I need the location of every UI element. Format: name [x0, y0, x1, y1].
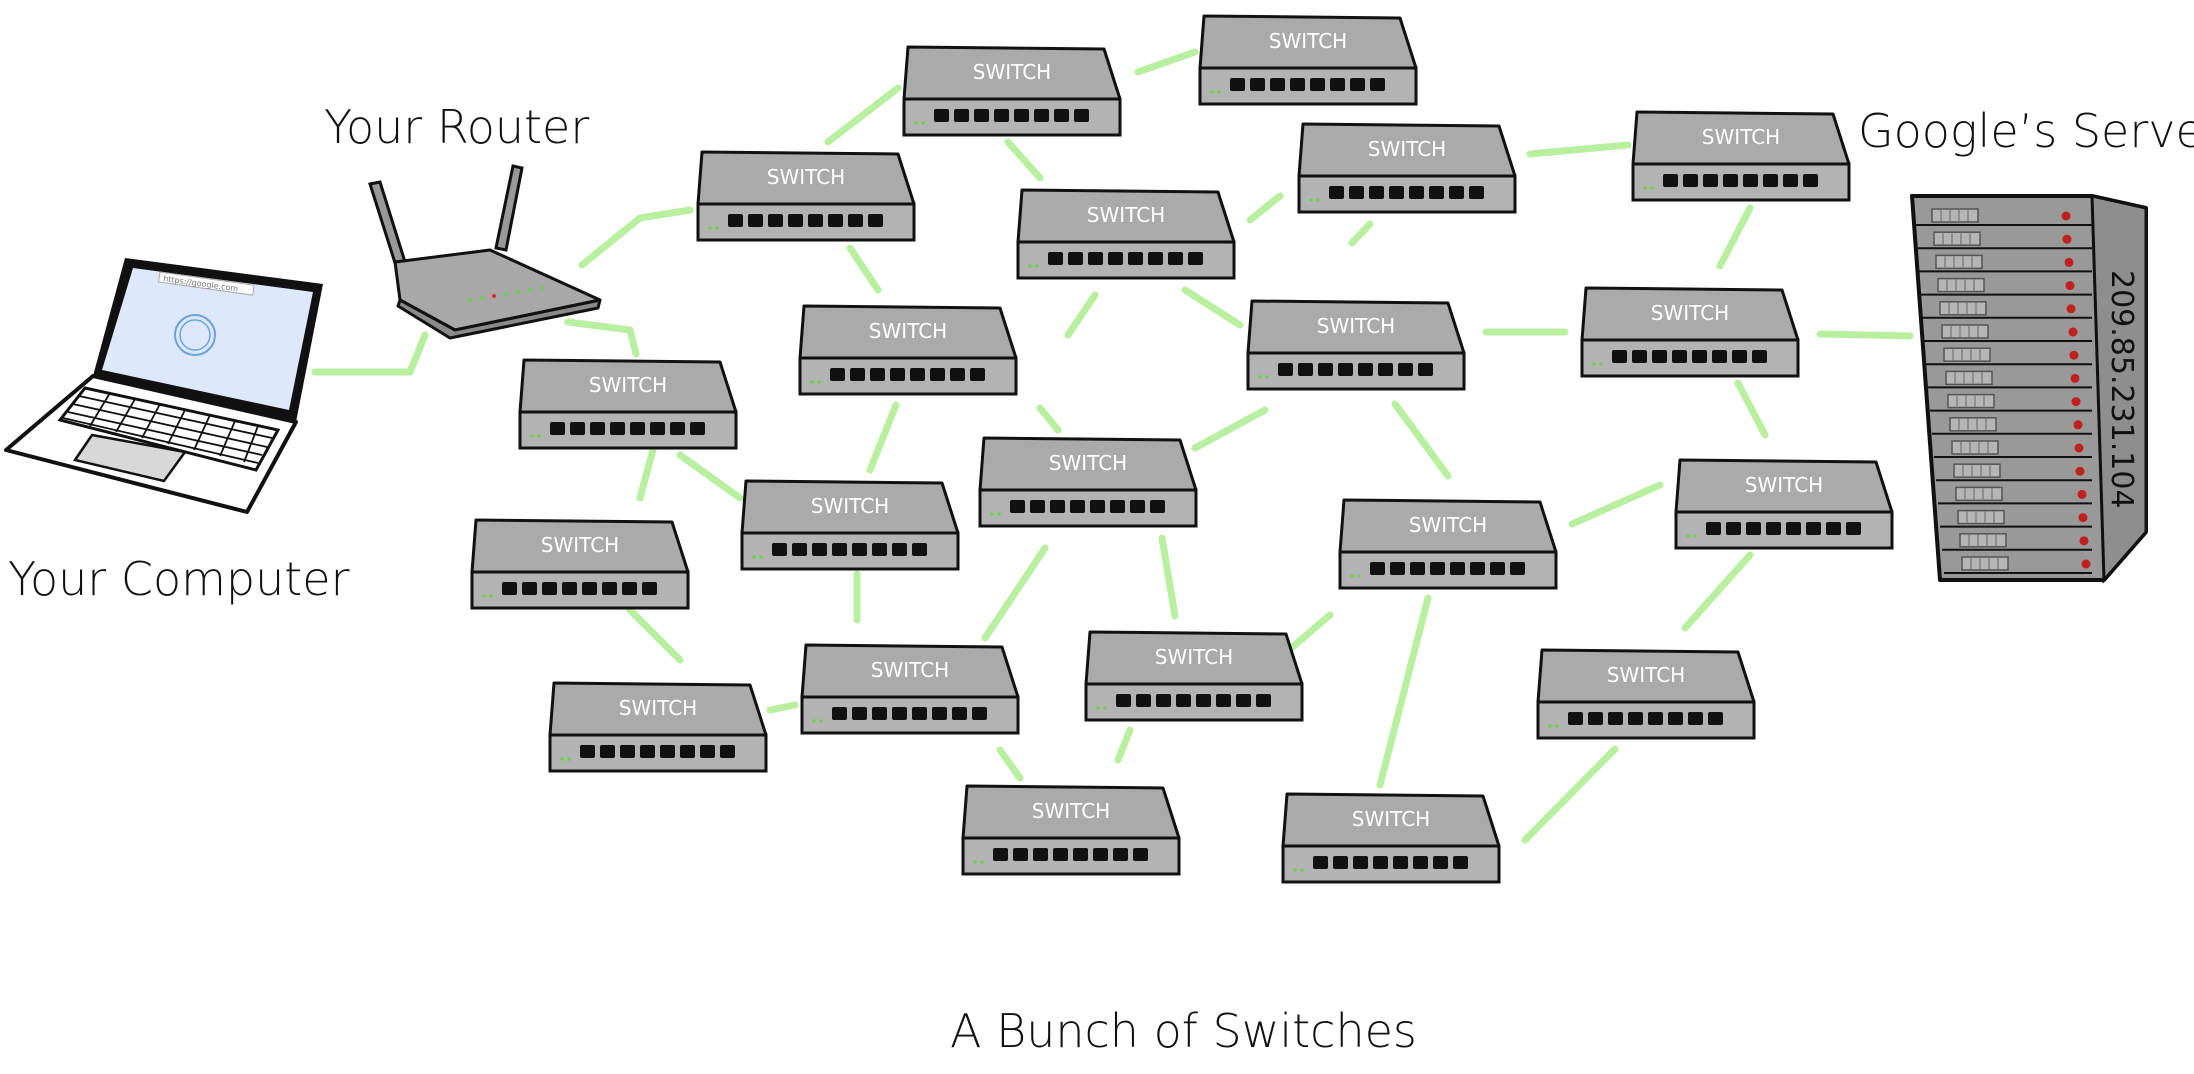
- switch-icon: SWITCH: [1246, 299, 1466, 391]
- switch-icon: SWITCH: [1198, 14, 1418, 106]
- network-link: [1521, 745, 1619, 844]
- network-link: [1004, 138, 1044, 182]
- switch-icon: SWITCH: [470, 518, 690, 610]
- network-link: [1114, 726, 1134, 764]
- switch-label: SWITCH: [1352, 807, 1430, 831]
- switch-label: SWITCH: [1368, 137, 1446, 161]
- network-link: [1134, 48, 1199, 76]
- network-link: [1376, 594, 1432, 789]
- switch-icon: SWITCH: [800, 643, 1020, 735]
- network-link: [1716, 204, 1754, 270]
- switch-label: SWITCH: [1409, 513, 1487, 537]
- switch-icon: SWITCH: [1631, 110, 1851, 202]
- network-link: [406, 331, 429, 376]
- switch-label: SWITCH: [1651, 301, 1729, 325]
- switch-label: SWITCH: [811, 494, 889, 518]
- network-link: [1681, 551, 1754, 632]
- server-rack-icon: 209.85.231.104: [1910, 194, 2148, 584]
- switch-label: SWITCH: [1155, 645, 1233, 669]
- switch-icon: SWITCH: [1536, 648, 1756, 740]
- switch-icon: SWITCH: [1016, 188, 1236, 280]
- switch-icon: SWITCH: [696, 150, 916, 242]
- switch-label: SWITCH: [1032, 799, 1110, 823]
- switch-label: SWITCH: [1317, 314, 1395, 338]
- switch-icon: SWITCH: [1338, 498, 1558, 590]
- network-links: [311, 48, 1914, 844]
- server-units: [1914, 208, 2092, 574]
- switch-label: SWITCH: [589, 373, 667, 397]
- network-link: [1526, 141, 1632, 158]
- network-link: [676, 451, 744, 502]
- diagram-title: A Bunch of Switches: [950, 1004, 1417, 1058]
- laptop-icon: https://google.com: [4, 258, 323, 514]
- network-link: [846, 244, 882, 294]
- switch-icon: SWITCH: [1084, 630, 1304, 722]
- network-link: [1158, 534, 1179, 620]
- network-link: [1036, 404, 1062, 434]
- network-link: [636, 206, 694, 222]
- switch-icon: SWITCH: [1580, 286, 1800, 378]
- network-link: [996, 746, 1024, 782]
- network-link: [1181, 286, 1244, 329]
- network-link: [626, 606, 684, 664]
- server-caption: Google’s Server: [1858, 104, 2194, 158]
- switch-label: SWITCH: [1607, 663, 1685, 687]
- switch-label: SWITCH: [1049, 451, 1127, 475]
- network-link: [1568, 481, 1664, 528]
- network-link: [981, 544, 1049, 642]
- network-link: [1816, 330, 1914, 340]
- switch-label: SWITCH: [541, 533, 619, 557]
- switch-icon: SWITCH: [902, 45, 1122, 137]
- switch-label: SWITCH: [1269, 29, 1347, 53]
- switch-icon: SWITCH: [1674, 458, 1894, 550]
- switch-label: SWITCH: [1745, 473, 1823, 497]
- network-link: [866, 401, 900, 474]
- network-link: [564, 318, 634, 334]
- server-ip-label: 209.85.231.104: [2104, 270, 2139, 509]
- switch-icon: SWITCH: [798, 304, 1018, 396]
- switches: SWITCH SWITCH SWITCH SWITCH SWITCH SWITCH SWIT…: [470, 14, 1894, 884]
- switch-icon: SWITCH: [518, 358, 738, 450]
- network-link: [1246, 192, 1284, 224]
- switch-icon: SWITCH: [961, 784, 1181, 876]
- switch-label: SWITCH: [767, 165, 845, 189]
- switch-icon: SWITCH: [548, 681, 768, 773]
- router-caption: Your Router: [324, 100, 590, 154]
- network-link: [1348, 220, 1374, 247]
- network-link: [1734, 379, 1769, 439]
- network-link: [1191, 406, 1269, 452]
- network-link: [1391, 400, 1452, 480]
- switch-label: SWITCH: [869, 319, 947, 343]
- computer-caption: Your Computer: [8, 552, 350, 606]
- switch-icon: SWITCH: [1281, 792, 1501, 884]
- network-link: [626, 326, 640, 358]
- switch-label: SWITCH: [1702, 125, 1780, 149]
- router-icon: [368, 164, 602, 340]
- network-link: [766, 701, 799, 714]
- network-link: [1064, 291, 1099, 339]
- switch-label: SWITCH: [871, 658, 949, 682]
- network-link: [578, 214, 644, 269]
- switch-label: SWITCH: [619, 696, 697, 720]
- network-link: [824, 84, 902, 146]
- switch-icon: SWITCH: [1297, 122, 1517, 214]
- switch-icon: SWITCH: [740, 479, 960, 571]
- switch-icon: SWITCH: [978, 436, 1198, 528]
- switch-label: SWITCH: [1087, 203, 1165, 227]
- switch-label: SWITCH: [973, 60, 1051, 84]
